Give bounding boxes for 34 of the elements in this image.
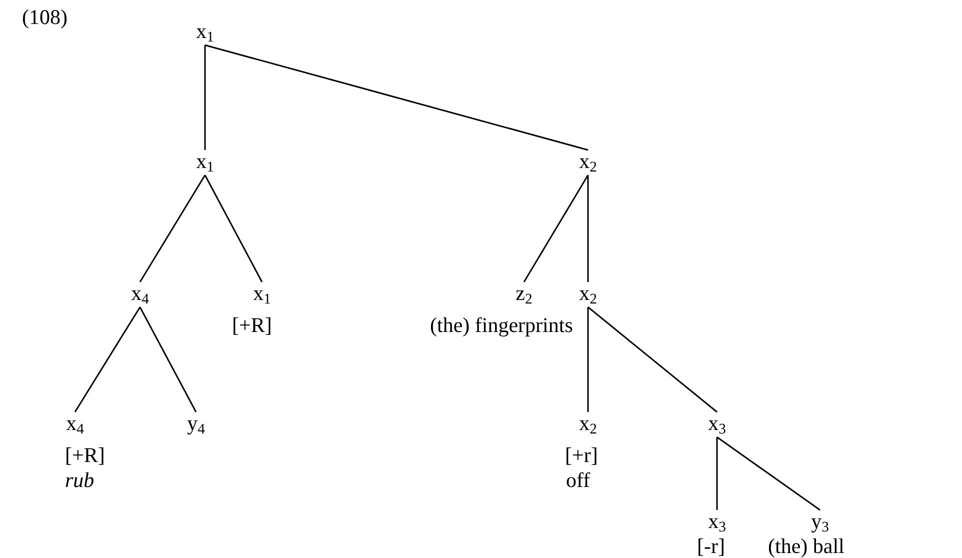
example-number: (108) bbox=[22, 6, 68, 30]
feature-label: (the) fingerprints bbox=[430, 314, 573, 338]
tree-branch bbox=[204, 45, 206, 150]
node-symbol: x$_{3}$ bbox=[708, 510, 726, 534]
feature-label: [-r] bbox=[697, 535, 725, 558]
tree-branch bbox=[74, 306, 141, 412]
tree-branch bbox=[716, 436, 820, 511]
node-symbol: x$_{1}$ bbox=[196, 20, 214, 44]
node-symbol: x$_{4}$ bbox=[66, 412, 84, 436]
feature-label: rub bbox=[65, 469, 94, 492]
feature-label: [+R] bbox=[65, 444, 105, 468]
tree-branch bbox=[139, 306, 197, 412]
tree-branch bbox=[587, 307, 589, 412]
node-symbol: y$_{3}$ bbox=[811, 510, 829, 534]
tree-branch bbox=[139, 174, 206, 282]
node-symbol: x$_{1}$ bbox=[253, 282, 271, 306]
tree-branch bbox=[716, 437, 718, 510]
tree-branch bbox=[204, 44, 588, 151]
feature-label: [+r] bbox=[565, 444, 598, 468]
node-symbol: x$_{3}$ bbox=[708, 412, 726, 436]
feature-label: off bbox=[566, 469, 590, 492]
node-symbol: x$_{1}$ bbox=[196, 150, 214, 174]
node-symbol: z$_{2}$ bbox=[516, 282, 532, 306]
tree-branch bbox=[204, 174, 263, 282]
tree-branch bbox=[587, 175, 589, 282]
node-symbol: x$_{2}$ bbox=[579, 282, 597, 306]
node-symbol: x$_{2}$ bbox=[579, 150, 597, 174]
node-symbol: x$_{2}$ bbox=[579, 412, 597, 436]
node-symbol: x$_{4}$ bbox=[131, 282, 149, 306]
feature-label: [+R] bbox=[232, 314, 272, 338]
tree-branch bbox=[523, 174, 589, 282]
tree-branch bbox=[588, 306, 718, 413]
node-symbol: y$_{4}$ bbox=[187, 412, 205, 436]
feature-label: (the) ball bbox=[768, 535, 844, 558]
